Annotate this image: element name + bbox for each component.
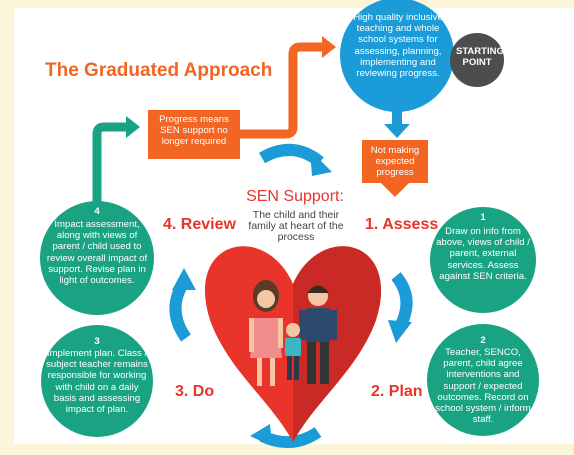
cycle-arrow-left-head	[172, 268, 196, 290]
not-making-box	[362, 140, 428, 183]
blue-down-arrow-head	[384, 124, 410, 138]
stage-review: 4. Review	[163, 216, 236, 233]
sen-support-title: SEN Support:	[246, 188, 344, 205]
circle-2	[427, 324, 539, 436]
teal-connector-arrow	[92, 122, 127, 202]
not-making-box-text: Not making expected progress	[370, 145, 420, 178]
starting-point-circle	[450, 33, 504, 87]
circle-4-number: 4	[94, 206, 100, 217]
orange-arrow-head	[322, 36, 336, 58]
blue-down-stem	[392, 108, 402, 126]
not-making-arrow-head	[381, 183, 409, 197]
stage-plan: 2. Plan	[371, 383, 423, 400]
circle-3	[41, 325, 153, 437]
orange-connector-arrow	[240, 42, 323, 139]
top-circle	[340, 0, 454, 112]
progress-box	[148, 110, 240, 159]
cycle-arrow-left	[169, 278, 192, 342]
circle-3-text: Implement plan. Class / subject teacher …	[46, 348, 148, 416]
teal-arrow-head	[126, 116, 140, 138]
circle-2-text: Teacher, SENCO, parent, child agree inte…	[435, 347, 531, 426]
top-circle-text: High quality inclusive teaching and whol…	[353, 12, 443, 80]
family-icon	[249, 280, 337, 386]
circle-4-text: Impact assessment, along with views of p…	[46, 219, 148, 287]
stage-do: 3. Do	[175, 383, 215, 400]
cycle-arrow-right-head	[388, 320, 412, 343]
cycle-arrow-top-head	[310, 150, 332, 176]
frame-top	[0, 0, 574, 8]
sen-support-subtitle: The child and their family at heart of t…	[248, 209, 344, 243]
frame-bottom	[0, 444, 574, 455]
cycle-arrow-bottom-head	[250, 424, 272, 446]
circle-1	[430, 207, 536, 313]
page-title: The Graduated Approach	[45, 60, 273, 81]
circle-1-number: 1	[480, 212, 486, 223]
circle-2-number: 2	[480, 335, 486, 346]
progress-box-text: Progress means SEN support no longer req…	[159, 114, 229, 147]
stage-assess: 1. Assess	[365, 216, 439, 233]
circle-4	[40, 201, 154, 315]
circle-3-number: 3	[94, 336, 100, 347]
heart-right-shade	[293, 246, 382, 442]
starting-point-label: STARTING POINT	[456, 46, 504, 68]
circle-1-text: Draw on info from above, views of child …	[436, 226, 530, 282]
